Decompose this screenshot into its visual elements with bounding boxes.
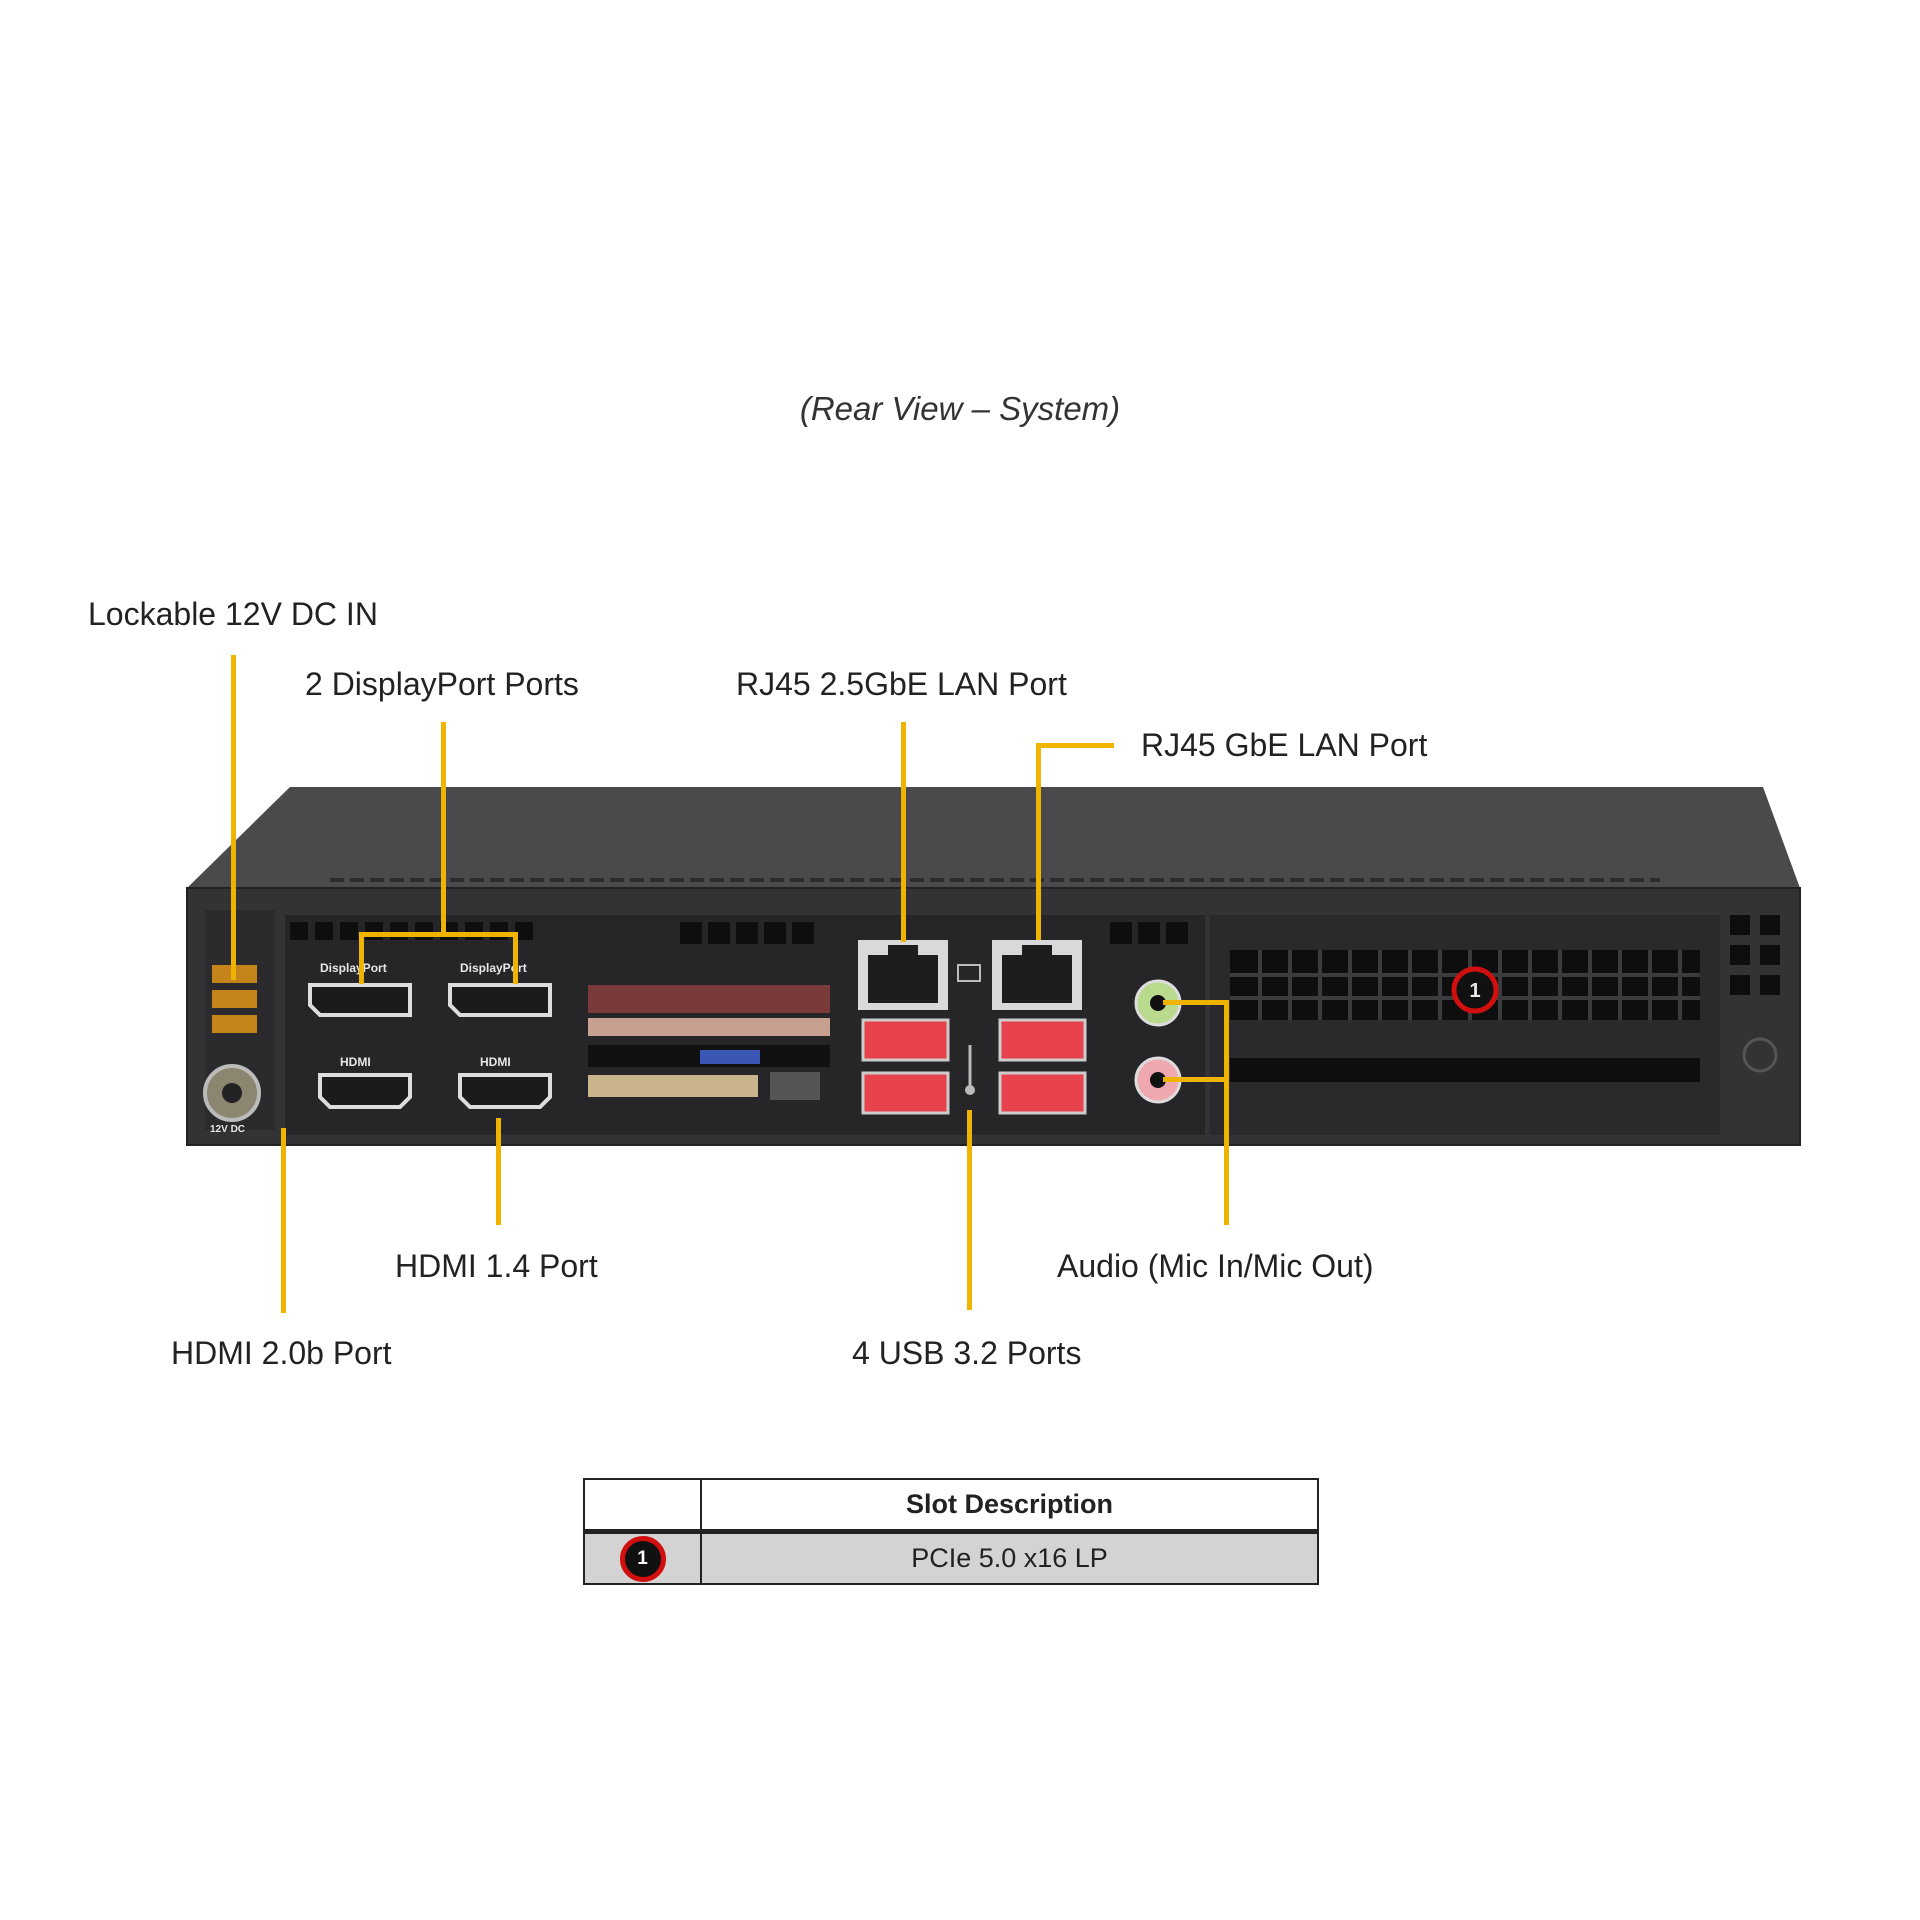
table-cell-description: PCIe 5.0 x16 LP <box>700 1530 1319 1585</box>
lan-icon <box>957 964 981 982</box>
callout-line-audio-top <box>1163 1000 1229 1005</box>
callout-lan-gbe: RJ45 GbE LAN Port <box>1141 727 1428 763</box>
callout-line-displayport-bar <box>359 932 518 937</box>
svg-text:1: 1 <box>1469 980 1480 1002</box>
table-header-blank <box>583 1478 702 1534</box>
callout-line-lan-gbe-bar <box>1036 743 1114 748</box>
callout-line-displayport-left <box>359 932 364 984</box>
table-header-slot-description: Slot Description <box>700 1478 1319 1534</box>
callout-line-hdmi-20 <box>281 1128 286 1313</box>
slot-1-badge: 1 <box>1451 966 1499 1014</box>
displayport-2: DisplayPort <box>448 961 552 1017</box>
callout-audio: Audio (Mic In/Mic Out) <box>1057 1248 1374 1284</box>
svg-text:DisplayPort: DisplayPort <box>320 961 387 975</box>
dc-jack-label: 12V DC <box>210 1124 245 1135</box>
hdmi-2-0b-port: HDMI <box>318 1055 412 1109</box>
svg-text:DisplayPort: DisplayPort <box>460 961 527 975</box>
pcie-expansion-bay <box>1210 915 1720 1135</box>
callout-usb: 4 USB 3.2 Ports <box>852 1335 1082 1371</box>
callout-line-displayport-right <box>513 932 518 984</box>
table-header-row: Slot Description <box>583 1478 1319 1534</box>
callout-dc-in: Lockable 12V DC IN <box>88 596 378 632</box>
hdmi-1-4-port: HDMI <box>458 1055 552 1109</box>
rj45-2-5gbe-port <box>858 940 948 1010</box>
slot-number-badge: 1 <box>619 1535 666 1582</box>
callout-lan-25gbe: RJ45 2.5GbE LAN Port <box>736 666 1067 702</box>
displayport-1: DisplayPort <box>308 961 412 1017</box>
callout-line-displayport-stem <box>441 722 446 937</box>
callout-line-audio-bottom <box>1163 1077 1229 1082</box>
callout-line-lan-gbe-stem <box>1036 743 1041 940</box>
svg-text:HDMI: HDMI <box>340 1055 371 1069</box>
callout-hdmi-20b: HDMI 2.0b Port <box>171 1335 392 1371</box>
rj45-gbe-port <box>992 940 1082 1010</box>
callout-line-dc-in <box>231 655 236 980</box>
usb-3-2-ports <box>861 1018 1087 1115</box>
usb-icon <box>965 1045 975 1095</box>
chassis-top <box>187 787 1800 888</box>
svg-text:HDMI: HDMI <box>480 1055 511 1069</box>
callout-displayport: 2 DisplayPort Ports <box>305 666 579 702</box>
callout-line-hdmi-14 <box>496 1118 501 1225</box>
callout-hdmi-14: HDMI 1.4 Port <box>395 1248 598 1284</box>
table-row: 1 PCIe 5.0 x16 LP <box>583 1530 1319 1585</box>
chassis-screw <box>1742 1037 1778 1073</box>
internal-headers <box>588 985 830 1100</box>
callout-line-lan-25 <box>901 722 906 942</box>
side-vents <box>1730 915 1780 995</box>
callout-line-usb <box>967 1110 972 1310</box>
slot-description-table: Slot Description 1 PCIe 5.0 x16 LP <box>583 1478 1319 1585</box>
table-cell-badge: 1 <box>583 1530 702 1585</box>
figure-caption: (Rear View – System) <box>799 390 1121 427</box>
callout-line-audio-stem <box>1224 1000 1229 1225</box>
